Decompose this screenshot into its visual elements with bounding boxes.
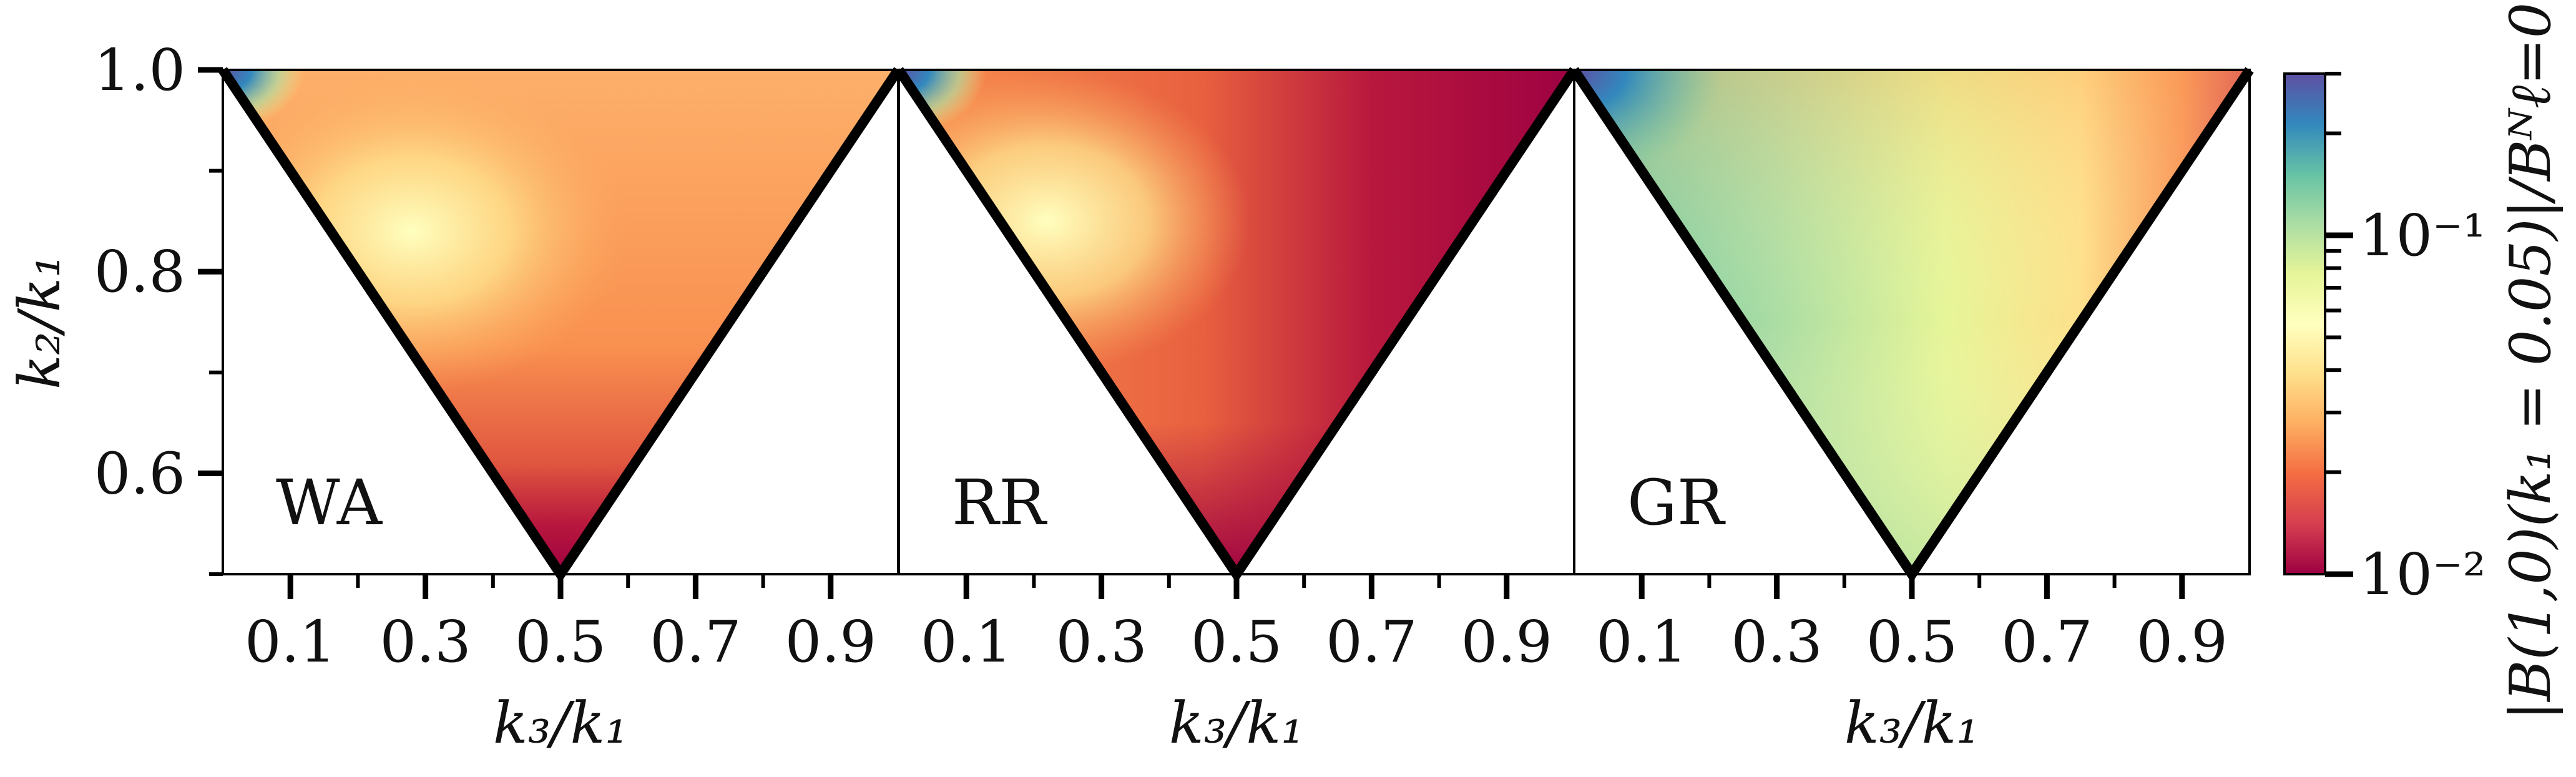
colorbar-label: |B(1,0)(k₁ = 0.05)|/Bᴺℓ=0	[2498, 2, 2564, 720]
x-tick-label: 0.1	[1596, 608, 1687, 675]
y-tick-label: 0.8	[94, 238, 185, 305]
heatmap-layer	[899, 70, 1574, 574]
x-tick-label: 0.1	[245, 608, 336, 675]
x-tick-label: 0.3	[380, 608, 471, 675]
colorbar-tick-label: 10⁻²	[2359, 541, 2486, 608]
x-tick-label: 0.5	[1866, 608, 1957, 675]
x-tick-label: 0.5	[515, 608, 606, 675]
x-tick-label: 0.7	[650, 608, 741, 675]
x-tick-label: 0.7	[1326, 608, 1417, 675]
colorbar-scale	[2283, 72, 2326, 575]
colorbar-tick-label: 10⁻¹	[2359, 202, 2486, 269]
y-axis-label: k₂/k₁	[6, 255, 73, 389]
x-tick-label: 0.9	[2137, 608, 2228, 675]
x-axis-label: k₃/k₁	[1169, 690, 1304, 756]
x-axis-label: k₃/k₁	[493, 690, 628, 756]
panel-label: WA	[276, 466, 383, 539]
panel-rr: 0.1 0.3 0.5 0.7 0.9 k₃/k₁ RR	[894, 67, 1579, 756]
panel-label: GR	[1627, 466, 1726, 539]
x-axis-label: k₃/k₁	[1844, 690, 1979, 756]
heatmap-layer	[223, 70, 898, 574]
x-tick-label: 0.9	[785, 608, 876, 675]
x-tick-label: 0.3	[1731, 608, 1822, 675]
y-tick-label: 1.0	[94, 37, 185, 104]
heatmap-layer	[1574, 70, 2250, 574]
panel-wa: 0.1 0.3 0.5 0.7 0.9 k₃/k₁ WA	[218, 67, 903, 756]
panel-label: RR	[952, 466, 1047, 539]
x-tick-label: 0.7	[2001, 608, 2092, 675]
x-tick-label: 0.3	[1055, 608, 1147, 675]
y-tick-label: 0.6	[94, 440, 185, 507]
x-tick-label: 0.1	[921, 608, 1012, 675]
x-tick-label: 0.9	[1461, 608, 1552, 675]
panel-gr: 0.1 0.3 0.5 0.7 0.9 k₃/k₁ GR	[1570, 67, 2254, 756]
x-tick-label: 0.5	[1191, 608, 1282, 675]
